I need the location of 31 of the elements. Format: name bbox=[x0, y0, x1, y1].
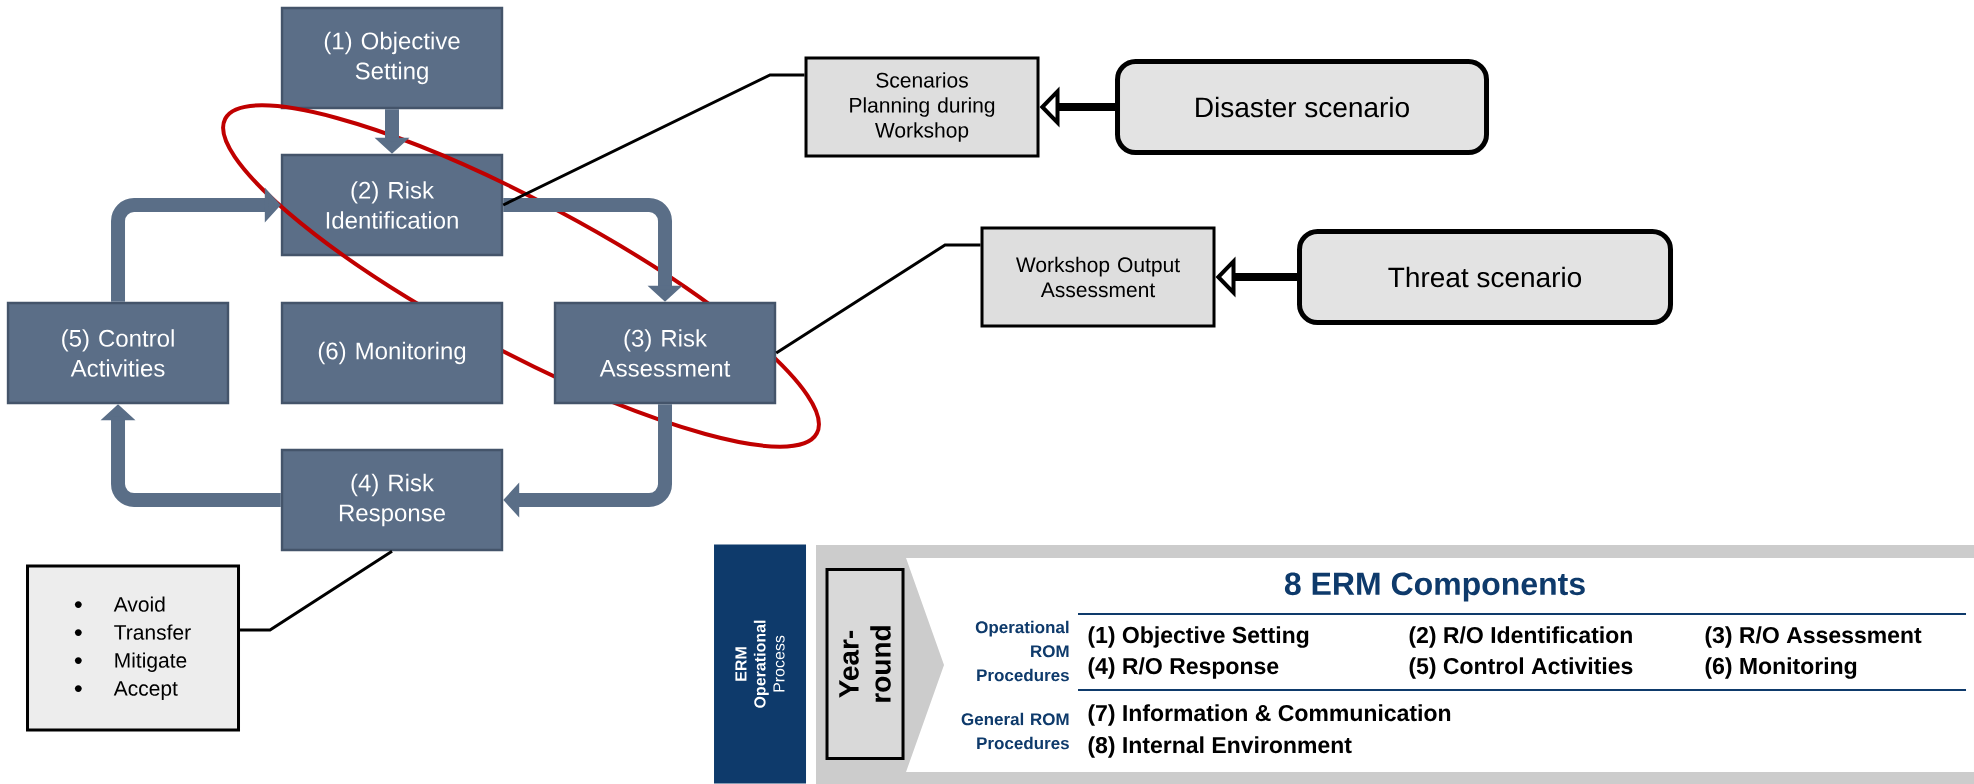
row-heading: General ROM Procedures bbox=[961, 712, 1069, 750]
block-arrow bbox=[111, 187, 281, 302]
side-band: ERM Operational Process bbox=[714, 544, 806, 784]
leader-line bbox=[502, 73, 805, 207]
component-item: (1) Objective Setting bbox=[1088, 626, 1309, 648]
note-box: Scenarios Planning during Workshop bbox=[804, 56, 1040, 158]
panel-title: 8 ERM Components bbox=[1284, 572, 1585, 602]
block-arrow bbox=[100, 404, 281, 507]
leader-line bbox=[240, 549, 393, 632]
scenario-box: Threat scenario bbox=[1297, 229, 1673, 325]
component-item: (7) Information & Communication bbox=[1088, 704, 1451, 726]
component-item: (5) Control Activities bbox=[1409, 657, 1633, 679]
leader-line bbox=[775, 243, 981, 355]
component-item: (4) R/O Response bbox=[1088, 657, 1279, 679]
component-item: (8) Internal Environment bbox=[1088, 736, 1352, 758]
scenario-box: Disaster scenario bbox=[1115, 59, 1489, 155]
process-box: (5) Control Activities bbox=[6, 301, 230, 405]
process-box: (1) Objective Setting bbox=[280, 6, 504, 110]
bullet-list-box: Avoid Transfer Mitigate Accept bbox=[26, 564, 240, 732]
component-item: (2) R/O Identification bbox=[1409, 626, 1632, 648]
process-box: (4) Risk Response bbox=[280, 448, 504, 552]
component-item: (3) R/O Assessment bbox=[1705, 626, 1922, 648]
component-item: (6) Monitoring bbox=[1705, 657, 1857, 679]
row-heading: Operational ROM Procedures bbox=[975, 620, 1069, 682]
note-box: Workshop Output Assessment bbox=[980, 226, 1216, 328]
process-box: (6) Monitoring bbox=[280, 301, 504, 405]
process-box: (2) Risk Identification bbox=[280, 153, 504, 257]
block-arrow bbox=[503, 404, 672, 518]
block-arrow bbox=[503, 198, 683, 302]
timing-box: Year-round bbox=[825, 568, 905, 760]
process-box: (3) Risk Assessment bbox=[553, 301, 777, 405]
